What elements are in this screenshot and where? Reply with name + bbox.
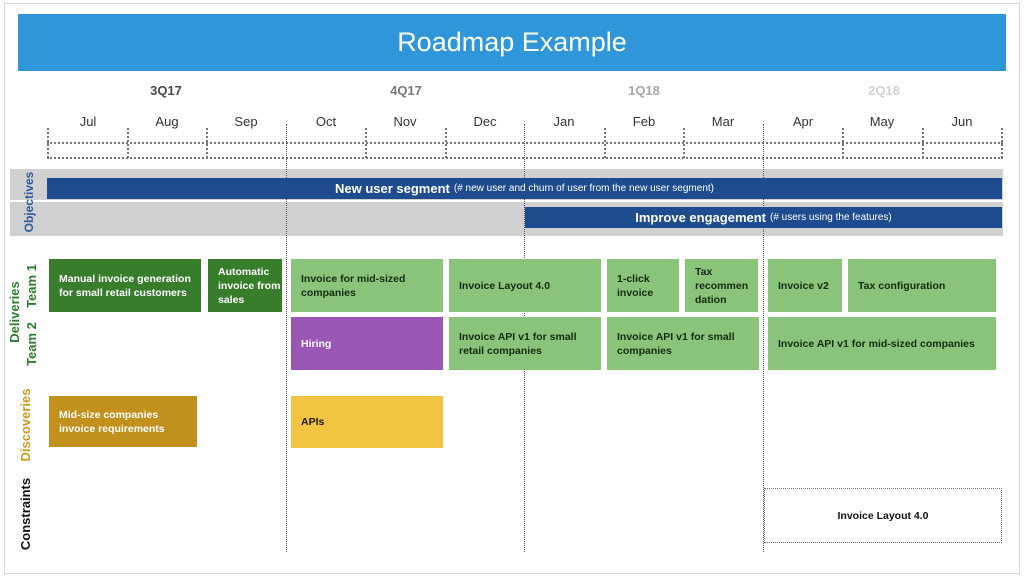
month-tick [445,128,447,158]
delivery-invoice-layout: Invoice Layout 4.0 [449,259,601,312]
row-label-deliveries: Deliveries [7,281,22,343]
month-sep: Sep [234,114,258,129]
delivery-automatic-invoice: Automatic invoice from sales [208,259,282,312]
month-jul: Jul [79,114,97,129]
row-label-discoveries: Discoveries [18,388,33,462]
quarter-1q18: 1Q18 [628,83,660,98]
constraint-invoice-layout: Invoice Layout 4.0 [764,488,1002,543]
quarter-divider [763,124,764,552]
delivery-api-small: Invoice API v1 for small companies [607,317,759,370]
header-grid-line [47,157,1003,159]
month-may: May [869,114,895,129]
row-label-team2: Team 2 [24,322,39,366]
delivery-api-small-retail: Invoice API v1 for small retail companie… [449,317,601,370]
objective-detail: (# users using the features) [770,212,892,223]
row-label-constraints: Constraints [18,477,33,551]
objective-title: Improve engagement [635,210,767,225]
objective-new-user-segment: New user segment (# new user and churn o… [47,178,1002,199]
delivery-invoice-mid-sized: Invoice for mid-sized companies [291,259,443,312]
discovery-apis: APIs [291,396,443,448]
delivery-manual-invoice: Manual invoice generation for small reta… [49,259,201,312]
month-tick [922,128,924,158]
roadmap-title: Roadmap Example [18,14,1006,71]
delivery-tax-recommendation: Tax recommen dation [685,259,758,312]
objective-improve-engagement: Improve engagement (# users using the fe… [525,207,1002,228]
month-mar: Mar [711,114,735,129]
month-tick [683,128,685,158]
month-aug: Aug [155,114,179,129]
month-feb: Feb [632,114,656,129]
header-grid-line [47,142,1003,144]
month-jun: Jun [951,114,973,129]
month-tick [206,128,208,158]
row-label-objectives: Objectives [22,171,36,233]
quarter-3q17: 3Q17 [150,83,182,98]
month-tick [365,128,367,158]
month-oct: Oct [315,114,337,129]
delivery-one-click-invoice: 1-click invoice [607,259,679,312]
quarter-divider [286,124,287,552]
discovery-mid-size-requirements: Mid-size companies invoice requirements [49,396,197,447]
objective-title: New user segment [334,181,450,196]
month-tick [1001,128,1003,158]
month-dec: Dec [473,114,497,129]
delivery-invoice-v2: Invoice v2 [768,259,842,312]
month-apr: Apr [792,114,814,129]
month-nov: Nov [393,114,417,129]
objective-detail: (# new user and churn of user from the n… [453,183,714,194]
delivery-hiring: Hiring [291,317,443,370]
delivery-tax-configuration: Tax configuration [848,259,996,312]
quarter-4q17: 4Q17 [390,83,422,98]
month-tick [127,128,129,158]
month-tick [604,128,606,158]
month-tick [47,128,49,158]
month-jan: Jan [553,114,575,129]
delivery-api-mid-sized: Invoice API v1 for mid-sized companies [768,317,996,370]
month-tick [842,128,844,158]
objectives-band-divider [10,200,1003,202]
quarter-2q18: 2Q18 [868,83,900,98]
